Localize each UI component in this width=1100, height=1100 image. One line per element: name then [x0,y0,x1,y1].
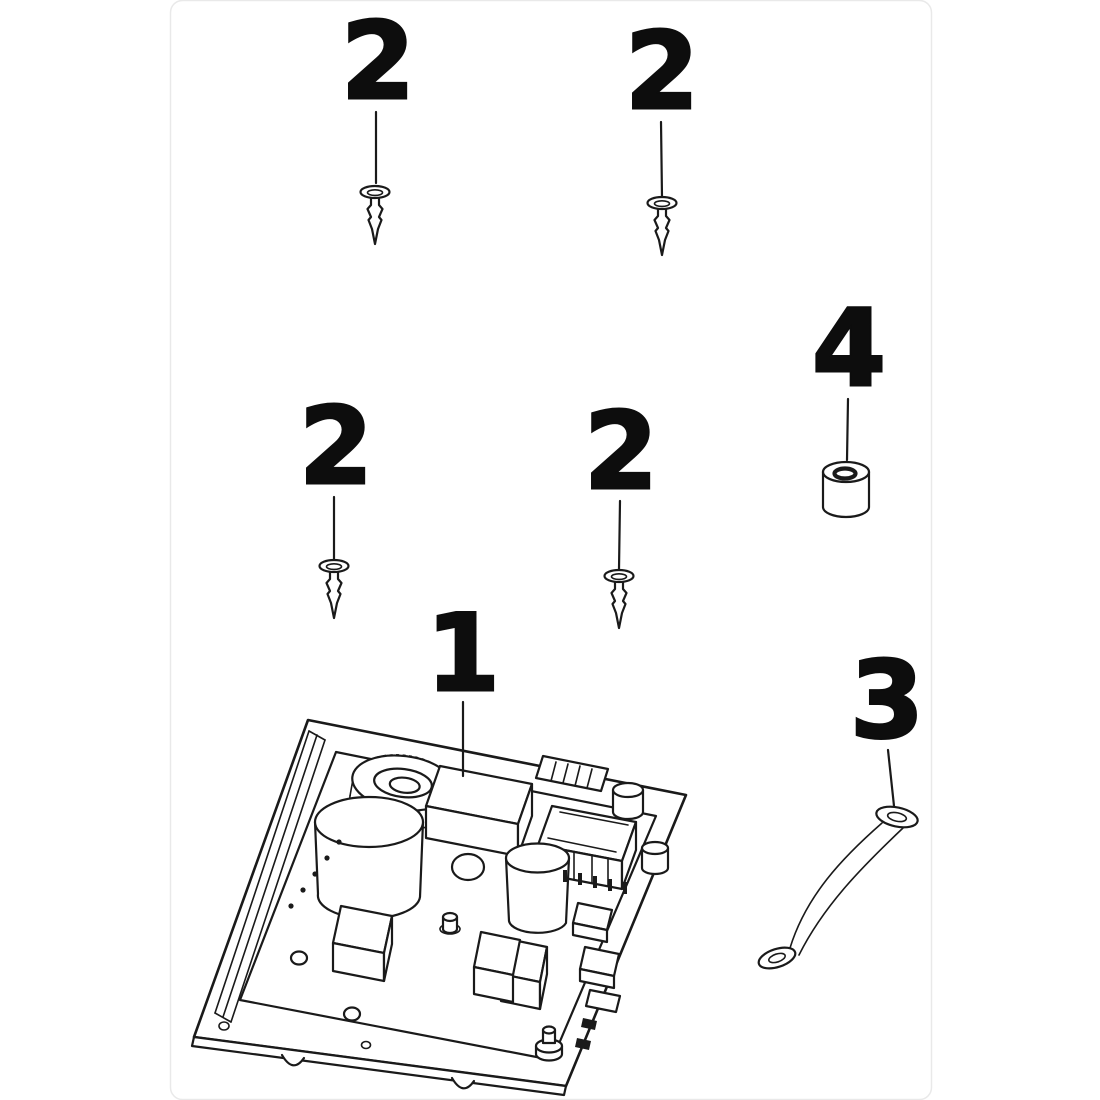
mounting-hole-3 [360,1040,372,1050]
solder-pad-2 [575,1038,591,1050]
bracket-front-lip [190,1035,568,1097]
edge-connector-1 [571,901,614,944]
solder-dots [288,839,342,909]
board-center-hole [450,852,486,882]
pin-header-row [563,870,627,894]
capacitor-medium [504,842,571,934]
capacitor-small-1 [611,781,645,821]
bottom-bolt [534,1025,564,1062]
callout-board: 1 [426,592,500,715]
callout-screw-mid-right: 2 [584,390,658,513]
part-ground-strap [757,805,919,970]
edge-connector-2 [578,945,621,990]
strap-ring-top [875,805,919,829]
part-spacer [821,460,871,519]
callout-spacer: 4 [812,287,886,410]
callout-ground-strap: 3 [850,639,924,762]
capacitor-large [313,795,425,920]
bracket-left-rail [214,730,326,1023]
edge-connector-3 [584,988,622,1014]
callouts: 2 2 2 2 4 1 3 [298,0,926,764]
part-screw-mid-left [318,558,350,620]
leader-ground-strap [886,748,896,808]
relay-lower-center-front [472,930,522,1004]
strap-ring-bottom [757,946,797,970]
spacer-hole [832,466,858,481]
callout-screw-mid-left: 2 [299,385,373,508]
relay-lower-left [331,904,394,983]
mounting-hole-2 [342,1006,362,1022]
capacitor-small-2 [640,840,670,876]
strap-edge-right [798,827,904,956]
leader-spacer [845,397,850,462]
leader-screw-mid-right [617,499,622,571]
leader-screw-top-right [659,120,664,199]
bracket-notch-left [280,1053,306,1067]
part-screw-mid-right [603,568,635,630]
callout-screw-top-right: 2 [625,10,699,133]
leader-lines [332,110,896,808]
relay-box [424,764,534,858]
callout-screw-top-left: 2 [341,0,415,123]
part-screw-top-right [646,195,678,257]
bracket-hole [218,1021,230,1031]
part-circuit-board-assembly [190,718,688,1097]
spacer-body [821,470,871,519]
part-screw-top-left [359,184,391,246]
solder-pad-1 [581,1018,597,1030]
connector-block [534,754,610,793]
strap-edge-left [789,822,883,949]
mounting-hole-1 [289,950,309,966]
standoff-screw [439,911,461,935]
bracket-notch-right [450,1076,476,1090]
